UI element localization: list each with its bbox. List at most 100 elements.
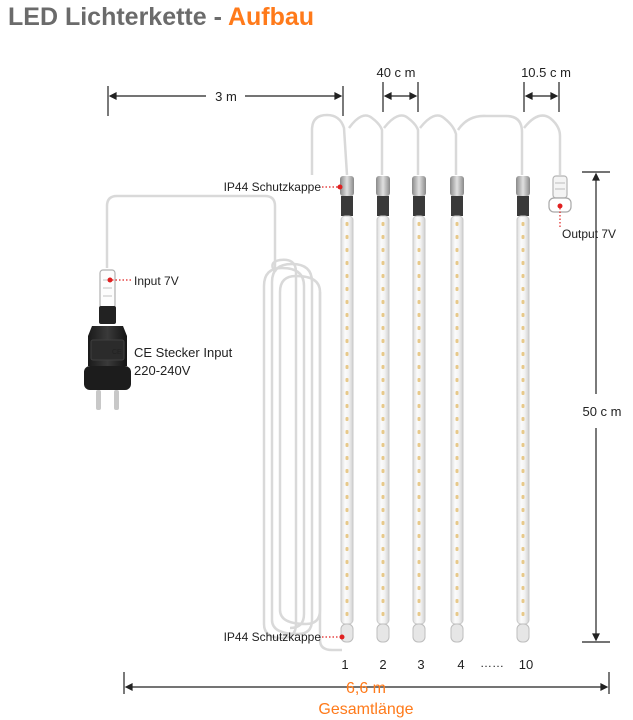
led-dot: [345, 599, 349, 603]
coiled-cable: [262, 258, 306, 640]
plug-label-line2: 220-240V: [134, 363, 191, 378]
led-dot: [381, 326, 385, 330]
led-dot: [455, 547, 459, 551]
led-dot: [381, 508, 385, 512]
led-dot: [455, 235, 459, 239]
led-dot: [345, 586, 349, 590]
led-dot: [381, 521, 385, 525]
total-length-label: 6,6 m: [346, 680, 386, 697]
led-dot: [521, 482, 525, 486]
led-dot: [521, 495, 525, 499]
tube-number-10: 10: [519, 657, 533, 672]
led-dot: [381, 300, 385, 304]
led-dot: [521, 300, 525, 304]
power-plug: CE: [84, 269, 131, 410]
led-dot: [381, 352, 385, 356]
led-dot: [381, 404, 385, 408]
dim-end-spacing-label: 10.5 c m: [521, 65, 571, 80]
led-dot: [417, 482, 421, 486]
led-dot: [345, 456, 349, 460]
led-dot: [455, 417, 459, 421]
plug-face: [84, 366, 131, 390]
bottom-cap: [450, 623, 464, 643]
dim-cable-label: 3 m: [215, 89, 237, 104]
led-dot: [381, 248, 385, 252]
led-strip: [455, 222, 459, 616]
input-label: Input 7V: [134, 274, 179, 288]
led-dot: [455, 287, 459, 291]
arc-3-4: [419, 114, 458, 175]
led-dot: [455, 508, 459, 512]
led-dot: [345, 287, 349, 291]
top-cap: [412, 176, 426, 196]
led-dot: [417, 300, 421, 304]
tube-3: [412, 176, 426, 643]
led-dot: [345, 573, 349, 577]
coil-loop: [270, 262, 314, 636]
arc-10-out: [523, 114, 562, 175]
led-dot: [455, 248, 459, 252]
led-dot: [417, 326, 421, 330]
led-dot: [521, 313, 525, 317]
led-dot: [345, 430, 349, 434]
led-dot: [521, 235, 525, 239]
led-dot: [381, 573, 385, 577]
led-dot: [417, 313, 421, 317]
led-dot: [345, 326, 349, 330]
led-dot: [381, 560, 385, 564]
led-dot: [381, 495, 385, 499]
bottom-cap: [516, 623, 530, 643]
tube-2: [376, 176, 390, 643]
led-dot: [521, 365, 525, 369]
led-dot: [417, 456, 421, 460]
led-dot: [417, 235, 421, 239]
led-dot: [455, 482, 459, 486]
led-dot: [417, 560, 421, 564]
led-dot: [345, 274, 349, 278]
tube-4: [450, 176, 464, 643]
led-dot: [455, 599, 459, 603]
cap-bottom-label: IP44 Schutzkappe: [224, 630, 322, 644]
led-strip: [345, 222, 349, 616]
title-highlight: Aufbau: [227, 3, 315, 31]
led-dot: [345, 300, 349, 304]
led-dot: [417, 612, 421, 616]
led-dot: [345, 482, 349, 486]
led-dot: [455, 391, 459, 395]
marker-dot: [107, 277, 113, 283]
led-dot: [345, 313, 349, 317]
led-dot: [521, 612, 525, 616]
led-dot: [521, 430, 525, 434]
led-dot: [521, 261, 525, 265]
cap-top-label: IP44 Schutzkappe: [224, 180, 322, 194]
led-dot: [455, 339, 459, 343]
led-dot: [381, 612, 385, 616]
input-connector: [99, 269, 116, 309]
led-dot: [417, 573, 421, 577]
dim-3m: [107, 86, 344, 116]
led-dot: [455, 612, 459, 616]
led-dot: [345, 443, 349, 447]
led-dot: [381, 456, 385, 460]
led-dot: [417, 339, 421, 343]
led-dot: [417, 547, 421, 551]
cables: [105, 113, 562, 652]
led-dot: [345, 521, 349, 525]
led-dot: [521, 534, 525, 538]
led-dot: [417, 391, 421, 395]
marker-dot: [337, 184, 343, 190]
led-dot: [381, 339, 385, 343]
led-dot: [345, 534, 349, 538]
led-strip: [521, 222, 525, 616]
tube-connector: [341, 196, 353, 216]
led-dot: [521, 417, 525, 421]
led-dot: [521, 599, 525, 603]
coil-loop: [278, 274, 322, 626]
led-dot: [521, 352, 525, 356]
led-dot: [417, 586, 421, 590]
tube-connector: [413, 196, 425, 216]
led-dot: [381, 469, 385, 473]
dim-10-5cm: [523, 82, 560, 112]
led-dot: [345, 404, 349, 408]
led-dot: [381, 391, 385, 395]
